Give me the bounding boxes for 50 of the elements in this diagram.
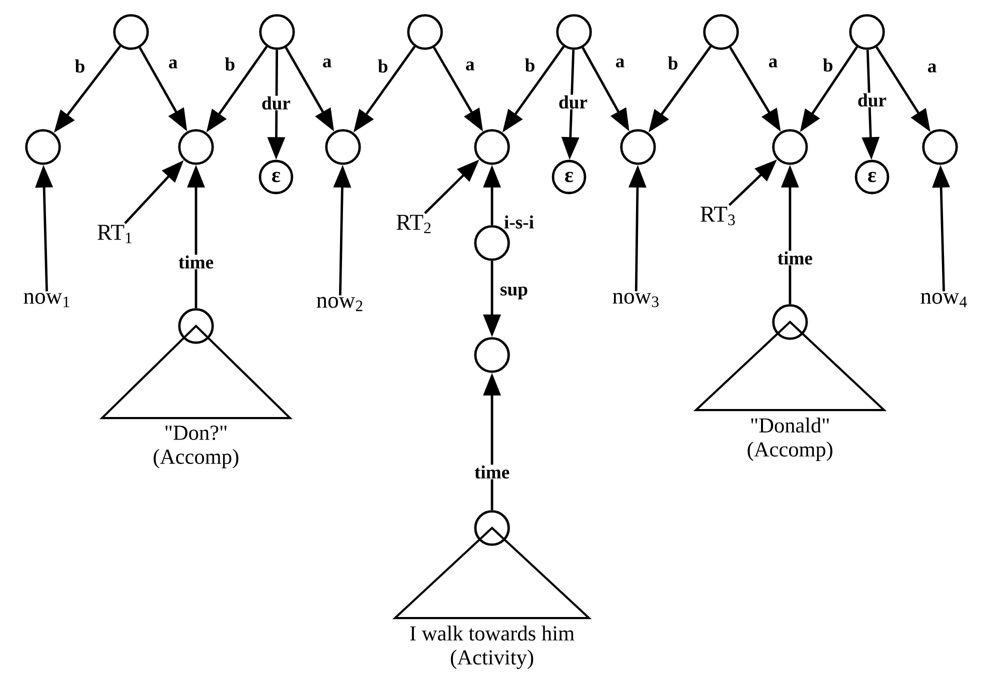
node-label: RT$_{2}$	[396, 214, 431, 234]
edge-label: sup	[499, 286, 529, 300]
edge-label: time	[178, 254, 214, 270]
node-label: now$_{3}$	[612, 292, 659, 308]
node-label: now$_{4}$	[920, 292, 967, 308]
edge-label: a	[168, 58, 178, 70]
edge-label: dur	[260, 96, 292, 110]
circle-node	[178, 308, 214, 344]
edge-label: b	[377, 58, 389, 74]
circle-node	[259, 14, 295, 50]
node-label: now$_{2}$	[316, 296, 362, 312]
node-label: (Activity)	[450, 650, 534, 670]
node-label: RT$_{3}$	[700, 206, 735, 226]
node-label: (Accomp)	[154, 448, 238, 468]
edge-label: b	[667, 56, 679, 70]
edge-label: time	[474, 464, 510, 480]
circle-node	[474, 129, 510, 165]
circle-node	[407, 14, 443, 50]
circle-node	[178, 129, 214, 165]
edge-label: a	[464, 60, 476, 72]
circle-node	[113, 14, 149, 50]
node-label: "Donald"	[751, 418, 829, 433]
node-label: "Don?"	[166, 426, 226, 440]
circle-node	[849, 14, 885, 50]
edge-label: dur	[856, 92, 888, 108]
edge-label: b	[524, 58, 536, 72]
edge-label: a	[322, 58, 332, 68]
node-label: now$_{1}$	[24, 292, 70, 308]
circle-node	[474, 337, 510, 373]
edge-label: b	[74, 58, 86, 74]
edge-label: time	[776, 250, 814, 266]
node-label: RT$_{1}$	[98, 224, 132, 244]
node-label: I walk towards him	[410, 626, 574, 641]
edge-label: i-s-i	[503, 214, 535, 230]
edge-label: a	[926, 62, 938, 74]
circle-node	[620, 129, 656, 165]
circle-node	[25, 129, 61, 165]
circle-node	[556, 14, 592, 50]
circle-node	[772, 304, 808, 340]
edge-label: b	[822, 58, 834, 72]
node-label: (Accomp)	[748, 442, 832, 461]
edge-label: a	[768, 58, 778, 68]
edge-label: b	[224, 56, 236, 72]
edge-label: a	[614, 58, 626, 68]
circle-node	[474, 510, 510, 546]
edge-label: dur	[558, 94, 588, 110]
circle-node	[772, 129, 808, 165]
circle-node	[703, 14, 739, 50]
circle-node	[922, 129, 958, 165]
circle-node	[325, 129, 361, 165]
